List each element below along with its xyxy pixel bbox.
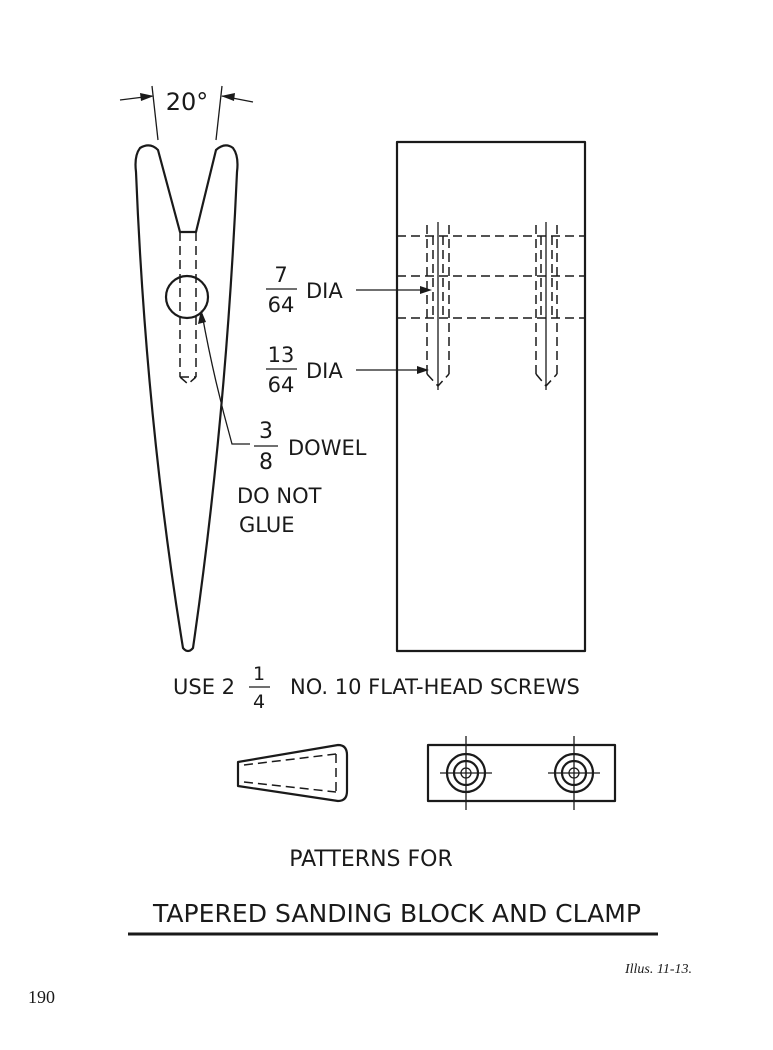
page-number: 190 xyxy=(28,987,55,1007)
main-title: TAPERED SANDING BLOCK AND CLAMP xyxy=(152,899,641,928)
clearance-dia-suffix: DIA xyxy=(306,359,343,383)
screws-fraction-num: 1 xyxy=(253,663,265,685)
dowel-size-num: 3 xyxy=(259,419,273,444)
screws-suffix: NO. 10 FLAT-HEAD SCREWS xyxy=(290,675,580,699)
dowel-note-line1: DO NOT xyxy=(237,484,322,508)
clamp-plate-view xyxy=(426,736,617,810)
block-front-view xyxy=(395,140,587,653)
dowel-size-den: 8 xyxy=(259,450,273,475)
screw-hole-dia-den: 64 xyxy=(268,293,295,317)
clearance-dia-den: 64 xyxy=(268,373,295,397)
illustration-caption: Illus. 11-13. xyxy=(624,962,692,977)
dowel-circle xyxy=(164,274,210,320)
angle-dimension xyxy=(119,85,254,141)
subtitle: PATTERNS FOR xyxy=(289,847,453,872)
angle-label: 20° xyxy=(166,88,209,116)
clamp-side-view xyxy=(134,144,239,653)
dowel-note-line2: GLUE xyxy=(239,513,295,537)
screws-fraction-den: 4 xyxy=(253,691,265,713)
screw-hole-dia-num: 7 xyxy=(274,263,287,287)
tapered-block-view xyxy=(236,743,349,803)
dowel-suffix: DOWEL xyxy=(288,436,367,460)
clearance-dia-num: 13 xyxy=(268,343,295,367)
screw-hole-dia-suffix: DIA xyxy=(306,279,343,303)
screws-prefix: USE 2 xyxy=(173,675,235,699)
